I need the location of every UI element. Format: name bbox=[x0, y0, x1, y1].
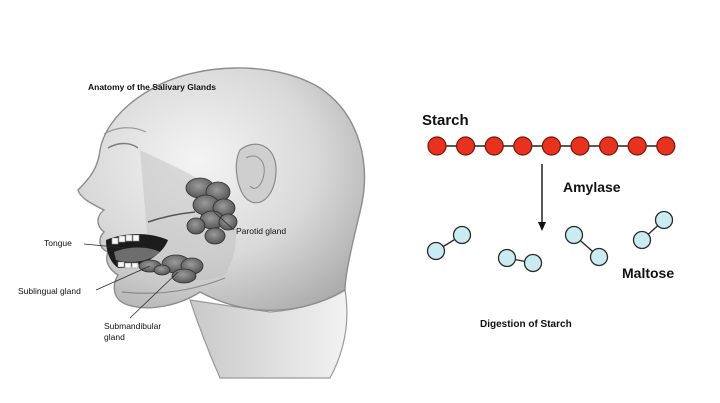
cheek-shading bbox=[140, 150, 237, 281]
leader-lines bbox=[83, 211, 235, 319]
head-illustration bbox=[77, 67, 366, 379]
starch-bead bbox=[627, 136, 647, 156]
maltose-molecules bbox=[426, 210, 674, 273]
digestion-caption: Digestion of Starch bbox=[480, 319, 572, 330]
brow-line bbox=[103, 127, 147, 135]
maltose-label: Maltose bbox=[622, 265, 674, 281]
glucose-unit bbox=[564, 225, 584, 245]
starch-bead bbox=[541, 136, 562, 156]
eye-line bbox=[107, 142, 139, 149]
glucose-unit bbox=[426, 241, 446, 261]
glucose-unit bbox=[632, 230, 652, 250]
maltose-molecule bbox=[426, 225, 472, 261]
maltose-molecule bbox=[497, 248, 543, 273]
sublingual-leader bbox=[95, 265, 151, 291]
sublingual-label: Sublingual gland bbox=[18, 286, 81, 296]
glucose-unit bbox=[452, 225, 472, 245]
parotid-duct bbox=[147, 211, 196, 223]
submandibular-leader bbox=[129, 271, 179, 319]
teeth bbox=[111, 234, 140, 269]
maltose-molecule bbox=[632, 210, 674, 250]
maltose-molecule bbox=[564, 225, 609, 267]
glucose-unit bbox=[497, 248, 517, 268]
starch-bead bbox=[513, 136, 533, 156]
parotid-gland bbox=[185, 177, 238, 245]
starch-bead bbox=[570, 136, 590, 156]
starch-bead bbox=[598, 136, 619, 156]
amylase-label: Amylase bbox=[563, 179, 621, 195]
starch-bead bbox=[456, 136, 476, 156]
tongue-label: Tongue bbox=[44, 238, 72, 248]
submandibular-label-line2: gland bbox=[104, 332, 125, 342]
submandibular-gland bbox=[161, 254, 204, 284]
starch-label: Starch bbox=[422, 112, 469, 129]
ear-shape bbox=[235, 143, 277, 204]
anatomy-title: Anatomy of the Salivary Glands bbox=[88, 82, 216, 92]
ear-inner bbox=[245, 155, 265, 189]
tongue-leader bbox=[83, 243, 127, 249]
jaw-line bbox=[121, 277, 226, 294]
glucose-unit bbox=[589, 247, 609, 267]
submandibular-label-line1: Submandibular bbox=[104, 321, 161, 331]
parotid-leader bbox=[213, 211, 235, 231]
glucose-unit bbox=[654, 210, 674, 230]
starch-bead bbox=[427, 136, 447, 156]
starch-chain bbox=[427, 136, 676, 156]
parotid-label: Parotid gland bbox=[236, 226, 286, 236]
starch-bead bbox=[484, 136, 504, 156]
glucose-unit bbox=[523, 253, 543, 273]
starch-bead bbox=[656, 136, 676, 156]
tongue-shape bbox=[114, 247, 160, 262]
reaction-arrow bbox=[538, 164, 546, 231]
